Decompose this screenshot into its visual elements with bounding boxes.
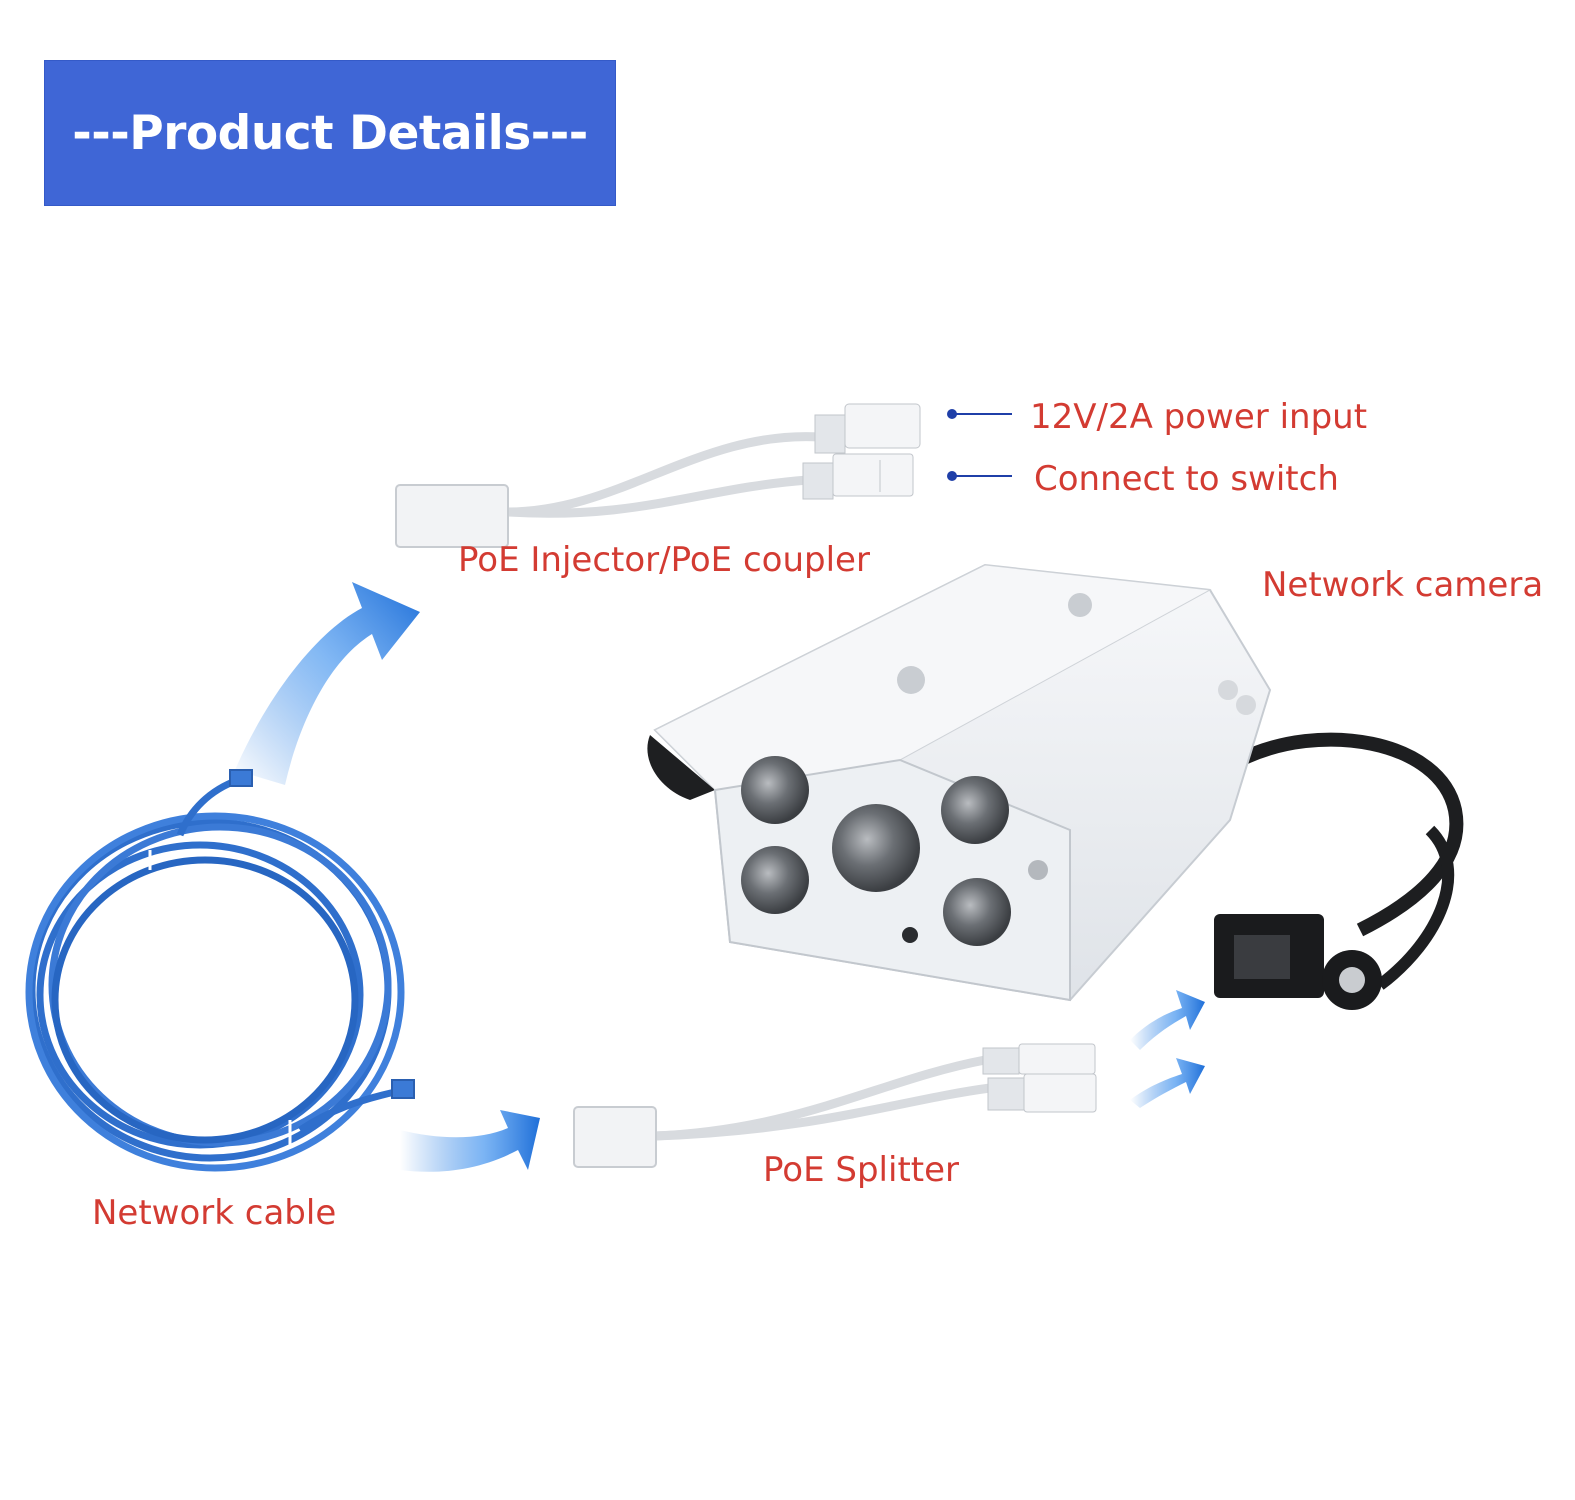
network-camera-label: Network camera [1262,568,1543,602]
flow-arrow-up-icon [235,582,420,785]
connect-switch-label: Connect to switch [1034,462,1339,496]
switch-pointer-icon [947,471,1012,481]
network-camera-icon [647,565,1456,1010]
network-cable-label: Network cable [92,1196,336,1230]
poe-injector-icon [396,404,920,547]
flow-arrow-right-icon [400,1110,540,1172]
power-input-label: 12V/2A power input [1030,400,1367,434]
flow-arrow-camera-icon [1130,990,1205,1108]
power-input-pointer-icon [947,409,1012,419]
network-cable-icon [29,770,414,1168]
poe-injector-label: PoE Injector/PoE coupler [458,543,870,577]
poe-splitter-icon [574,1044,1096,1167]
poe-splitter-label: PoE Splitter [763,1153,959,1187]
